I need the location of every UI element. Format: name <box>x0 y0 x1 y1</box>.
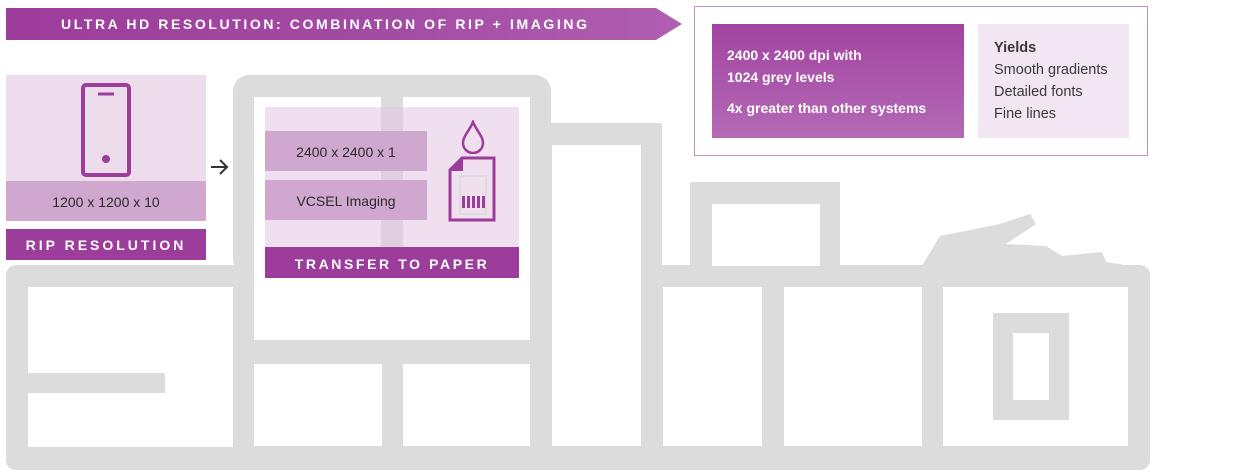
arrow-right-icon <box>211 159 229 175</box>
yields-item: Smooth gradients <box>994 62 1108 78</box>
transfer-to-paper-label: TRANSFER TO PAPER <box>265 247 519 278</box>
spec-box: 2400 x 2400 dpi with 1024 grey levels 4x… <box>712 24 964 138</box>
header-banner: ULTRA HD RESOLUTION: COMBINATION OF RIP … <box>6 8 682 40</box>
phone-icon <box>81 83 131 177</box>
imaging-technology-value: VCSEL Imaging <box>265 180 427 220</box>
banner-title: ULTRA HD RESOLUTION: COMBINATION OF RIP … <box>61 16 590 32</box>
imaging-resolution-value: 2400 x 2400 x 1 <box>265 131 427 171</box>
rip-resolution-label: RIP RESOLUTION <box>6 229 206 260</box>
spec-line-2: 1024 grey levels <box>727 69 835 85</box>
printed-sheet-icon <box>448 156 496 222</box>
spec-line-1: 2400 x 2400 dpi with <box>727 47 862 63</box>
spec-line-3: 4x greater than other systems <box>727 100 927 116</box>
yields-item: Detailed fonts <box>994 84 1083 100</box>
yields-item: Fine lines <box>994 106 1057 122</box>
yields-heading: Yields <box>994 40 1037 56</box>
ink-drop-icon <box>461 120 485 154</box>
rip-value: 1200 x 1200 x 10 <box>6 181 206 221</box>
yields-box: Yields Smooth gradients Detailed fonts F… <box>978 24 1129 138</box>
